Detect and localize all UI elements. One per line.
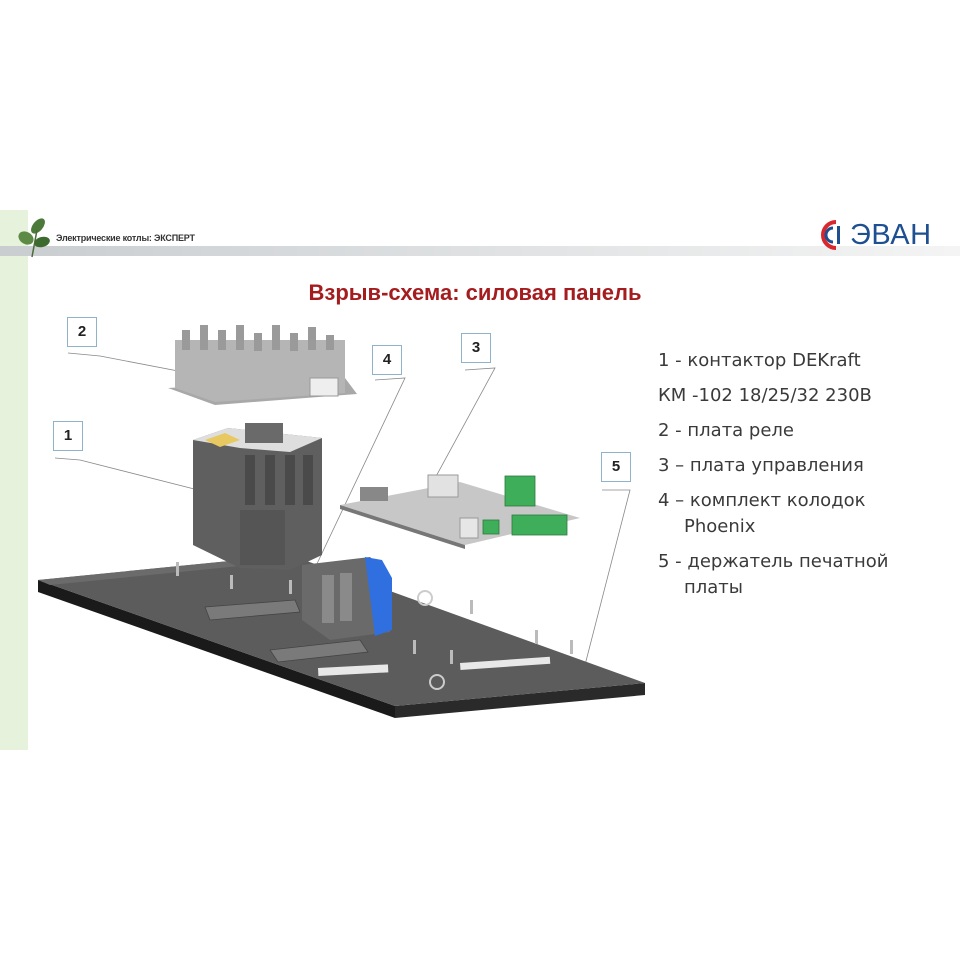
callout-3: 3	[461, 333, 491, 363]
callout-2: 2	[67, 317, 97, 347]
callout-5: 5	[601, 452, 631, 482]
contactor	[193, 423, 322, 570]
side-accent-strip	[0, 210, 28, 750]
relay-board	[168, 325, 357, 405]
component-legend: 1 - контактор DEKraft КМ -102 18/25/32 2…	[658, 348, 888, 610]
header-bar	[0, 246, 960, 256]
legend-item: 3 – плата управления	[658, 455, 864, 476]
standoff-pins	[176, 562, 573, 664]
legend-item-continuation: Phoenix	[684, 516, 756, 537]
din-rails	[204, 599, 369, 663]
legend-item: 1 - контактор DEKraft	[658, 350, 861, 371]
logo-text: ЭВАН	[850, 218, 932, 251]
legend-item-continuation: платы	[684, 577, 744, 598]
label-strip	[318, 664, 389, 676]
slide-title: Взрыв-схема: силовая панель	[308, 280, 642, 305]
legend-item: 5 - держатель печатной	[658, 551, 889, 572]
cable-tie	[417, 590, 433, 606]
legend-item: КМ -102 18/25/32 230В	[658, 385, 872, 406]
label-strip	[459, 656, 551, 670]
callout-1: 1	[53, 421, 83, 451]
evan-logo: ЭВАН	[816, 218, 932, 252]
presentation-subtitle: Электрические котлы: ЭКСПЕРТ	[56, 233, 195, 243]
phoenix-terminal-blocks	[302, 557, 392, 640]
leaf-icon	[18, 218, 50, 258]
callout-4: 4	[372, 345, 402, 375]
logo-mark-icon	[821, 220, 840, 250]
legend-item: 2 - плата реле	[658, 420, 795, 441]
cable-tie	[429, 674, 445, 690]
control-board	[340, 474, 580, 549]
legend-item: 4 – комплект колодок	[658, 490, 866, 511]
